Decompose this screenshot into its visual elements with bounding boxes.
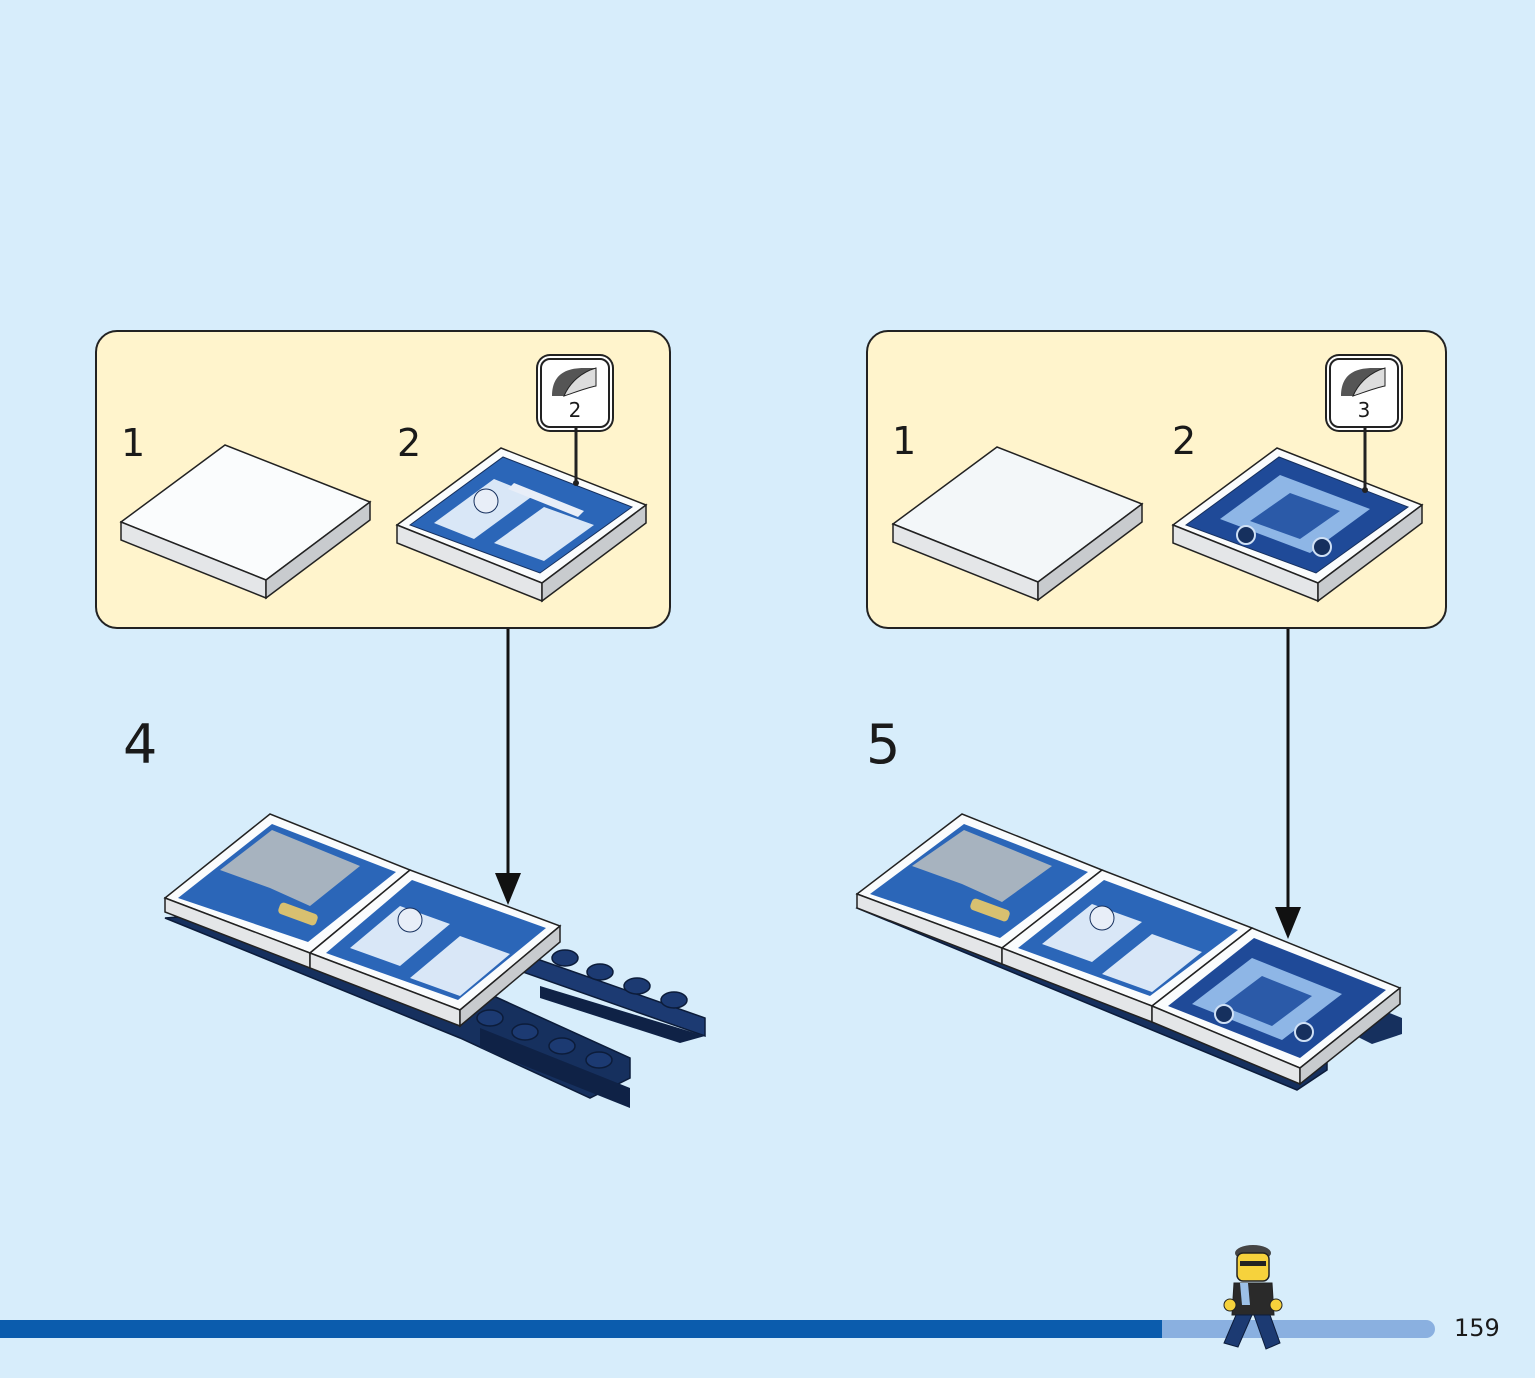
white-tile-icon	[119, 444, 372, 600]
step-4-assembly	[163, 813, 706, 1108]
callout-quantity-label: 1	[121, 421, 146, 465]
sticker-sheet-badge: 2	[540, 358, 610, 428]
step-number: 4	[123, 713, 158, 776]
callout-quantity-label: 2	[1172, 419, 1197, 463]
sticker-number: 2	[568, 398, 582, 422]
sticker-corner-icon	[1341, 367, 1386, 397]
placement-arrow-icon	[1275, 629, 1301, 939]
sticker-number: 3	[1357, 398, 1371, 422]
sticker-sheet-badge: 3	[1329, 358, 1399, 428]
car-sticker-tile-icon	[1171, 447, 1424, 603]
wanted-poster-tile-icon	[395, 447, 648, 603]
step-number: 5	[866, 713, 901, 776]
white-tile-icon	[891, 446, 1144, 602]
page-progress-fill	[0, 1320, 1163, 1338]
page-progress-bar	[0, 1320, 1435, 1338]
sticker-pointer-line	[573, 428, 579, 486]
step-5-assembly	[855, 813, 1402, 1091]
sticker-corner-icon	[552, 367, 597, 397]
callout-quantity-label: 1	[892, 419, 917, 463]
placement-arrow-icon	[495, 629, 521, 905]
minifigure-icon	[1223, 1245, 1283, 1350]
page-number: 159	[1454, 1314, 1500, 1342]
sticker-pointer-line	[1362, 428, 1368, 493]
callout-quantity-label: 2	[397, 421, 422, 465]
